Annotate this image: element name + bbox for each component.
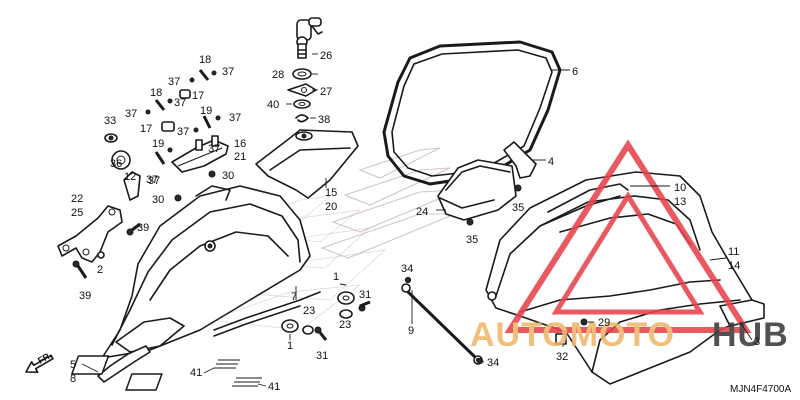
callout-23-a: 23 (339, 319, 351, 331)
screw-29 (580, 318, 588, 326)
key-lock-cylinder (296, 17, 323, 59)
callout-14: 14 (728, 260, 740, 272)
callout-24: 24 (416, 206, 428, 218)
callout-33: 33 (104, 115, 116, 127)
front-arrow-icon (25, 354, 54, 373)
callout-19-a: 19 (200, 105, 212, 117)
watermark-text-hub: HUB (712, 316, 789, 354)
callout-28: 28 (272, 69, 284, 81)
callout-30-b: 30 (152, 194, 164, 206)
lower-mount-bracket (97, 345, 151, 383)
callout-10: 10 (674, 182, 686, 194)
callout-37-g: 37 (208, 143, 220, 155)
front-arrow-label: FR. (36, 350, 54, 366)
callout-37-f: 37 (177, 126, 189, 138)
callout-31-b: 31 (316, 350, 328, 362)
lock-cam (287, 83, 317, 97)
callout-17-a: 17 (192, 90, 204, 102)
callout-3: 3 (754, 336, 760, 348)
callout-1-a: 1 (333, 271, 339, 283)
callout-34-a: 34 (401, 263, 413, 275)
callout-25: 25 (71, 207, 83, 219)
callout-37-i: 37 (148, 175, 160, 187)
callout-34-b: 34 (487, 357, 499, 369)
rubber-damper (104, 133, 131, 170)
callout-23-b: 23 (303, 305, 315, 317)
callout-32: 32 (556, 351, 568, 363)
callout-19-b: 19 (152, 138, 164, 150)
callout-18: 18 (199, 54, 211, 66)
callout-39-a: 39 (137, 222, 149, 234)
callout-39-b: 39 (79, 290, 91, 302)
hinge-bracket (171, 135, 229, 173)
callout-41-b: 41 (268, 381, 280, 393)
callout-15: 15 (325, 187, 337, 199)
drawing-code: MJN4F4700A (730, 384, 791, 395)
inner-pocket-tray (437, 159, 517, 221)
leader-lines (286, 53, 727, 340)
callout-31-a: 31 (359, 289, 371, 301)
callout-22: 22 (71, 193, 83, 205)
callout-5: 5 (70, 359, 76, 371)
callout-27: 27 (320, 86, 332, 98)
screw-30 (174, 170, 216, 202)
callout-37-a: 37 (168, 76, 180, 88)
rubber-pad-41b (125, 373, 262, 391)
callout-6: 6 (572, 66, 578, 78)
watermark-text-automoto: AUTOMOTO (470, 316, 675, 354)
callout-9: 9 (408, 325, 414, 337)
callout-35-a: 35 (512, 202, 524, 214)
callout-1-b: 1 (287, 340, 293, 352)
mount-stay (57, 205, 123, 263)
callout-8: 8 (70, 373, 76, 385)
screw-35 (466, 184, 522, 226)
callout-37-b: 37 (222, 66, 234, 78)
callout-29: 29 (598, 317, 610, 329)
screw-set (145, 69, 221, 165)
callout-36: 36 (110, 158, 122, 170)
callout-4: 4 (548, 156, 554, 168)
callout-40: 40 (267, 99, 279, 111)
callout-18-b: 18 (150, 87, 162, 99)
retaining-clip (295, 114, 309, 123)
callout-17-b: 17 (140, 123, 152, 135)
callout-37-c: 37 (174, 97, 186, 109)
callout-30-a: 30 (222, 170, 234, 182)
rubber-pad-41a (71, 355, 240, 375)
callout-leaders (81, 321, 753, 387)
callout-37-d: 37 (125, 108, 137, 120)
seal-strip-4 (503, 141, 537, 179)
callout-7: 7 (291, 291, 297, 303)
nut-2 (97, 251, 105, 259)
automotohub-watermark: AUTOMOTO HUB (470, 139, 789, 354)
bolt-39 (72, 222, 141, 279)
callout-13: 13 (674, 196, 686, 208)
callout-2: 2 (97, 264, 103, 276)
washer (293, 99, 311, 109)
callout-16: 16 (234, 138, 246, 150)
callout-26: 26 (320, 50, 332, 62)
mount-bracket-12 (123, 171, 141, 201)
lid-seal-gasket (382, 40, 562, 186)
callout-37-e: 37 (229, 112, 241, 124)
rubber-bumper-32 (555, 333, 567, 345)
grommet-set-lower (281, 319, 328, 341)
callout-35-b: 35 (466, 234, 478, 246)
callout-11: 11 (728, 246, 739, 258)
callout-37-h: 37 (146, 174, 158, 186)
callout-20: 20 (325, 201, 337, 213)
lock-nut (292, 68, 312, 80)
callout-38: 38 (318, 114, 330, 126)
grommet-set-upper (337, 291, 371, 319)
callout-labels: 26 28 27 40 38 18 37 37 18 17 37 37 37 1… (70, 50, 760, 393)
latch-cover (255, 129, 359, 199)
strap-7 (213, 291, 321, 337)
callout-41-a: 41 (190, 367, 202, 379)
callout-21: 21 (234, 151, 246, 163)
callout-12: 12 (124, 171, 136, 183)
saddlebag-inner-shell (101, 185, 311, 359)
